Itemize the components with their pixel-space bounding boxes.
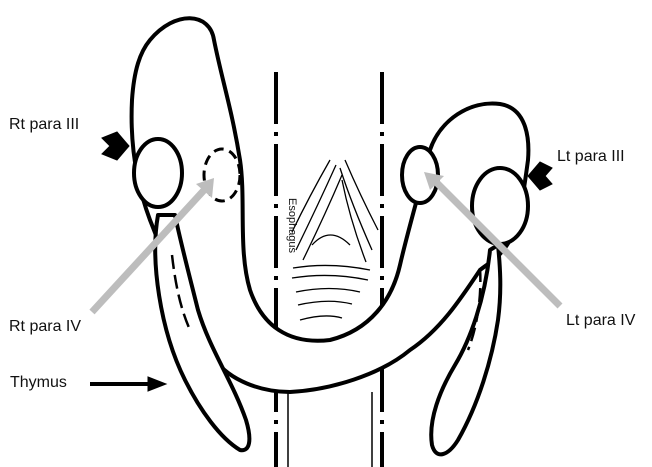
lt-para-iii-arrow-icon: [528, 162, 552, 190]
label-rt-para-iii: Rt para III: [9, 116, 79, 134]
label-thymus: Thymus: [10, 374, 67, 392]
thymus-arrow-icon: [148, 377, 166, 391]
label-esophagus: Esophagus: [286, 198, 298, 253]
esophagus-muscle-striations: [292, 160, 378, 320]
rt-para-iii-gland: [134, 139, 182, 207]
label-lt-para-iv: Lt para IV: [566, 312, 635, 330]
label-rt-para-iv: Rt para IV: [9, 318, 81, 336]
label-lt-para-iii: Lt para III: [557, 148, 625, 166]
rt-para-iii-arrow-icon: [102, 132, 129, 160]
lt-para-iii-gland: [472, 168, 528, 244]
trachea-lower: [288, 392, 372, 467]
